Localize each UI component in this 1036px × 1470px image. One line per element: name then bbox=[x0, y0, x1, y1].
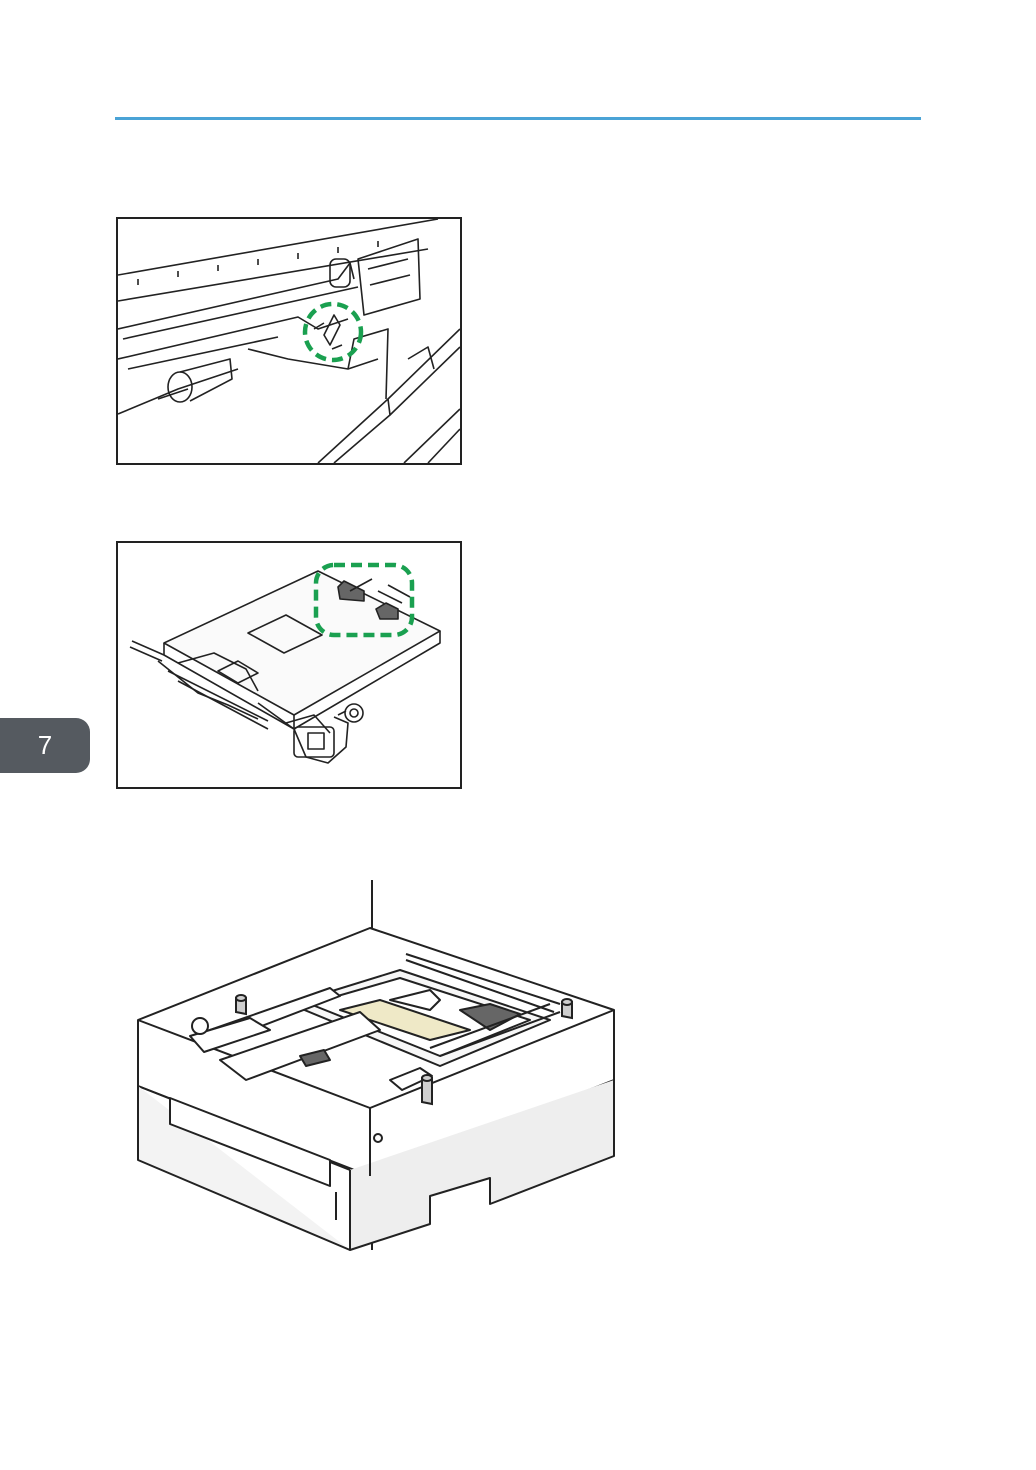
illustration-tray-interior-drawing bbox=[118, 219, 460, 463]
chapter-number: 7 bbox=[38, 730, 52, 761]
header-rule bbox=[115, 117, 921, 120]
chapter-tab: 7 bbox=[0, 718, 90, 773]
illustration-tray-stoppers bbox=[116, 541, 462, 789]
illustration-paper-feed-unit bbox=[130, 880, 630, 1260]
callout-circle bbox=[305, 304, 361, 360]
illustration-tray-stoppers-drawing bbox=[118, 543, 460, 787]
illustration-paper-feed-unit-drawing bbox=[130, 880, 630, 1260]
illustration-tray-interior bbox=[116, 217, 462, 465]
